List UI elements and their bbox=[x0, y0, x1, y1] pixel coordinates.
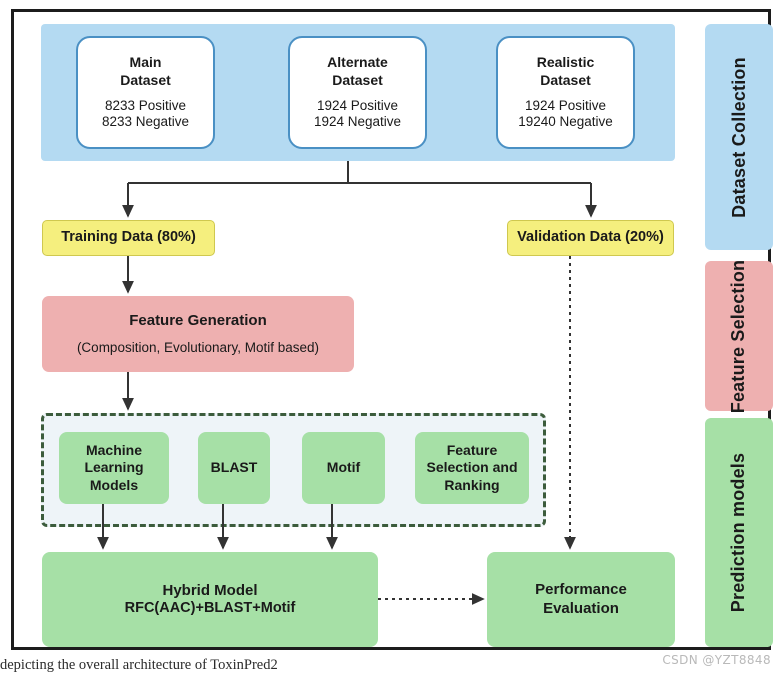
blast-box: BLAST bbox=[198, 432, 270, 504]
hybrid-model-title: Hybrid Model bbox=[162, 581, 258, 599]
dataset-card-main-title-line2: Dataset bbox=[120, 71, 171, 88]
dataset-card-alternate-title-line1: Alternate bbox=[327, 54, 388, 71]
dataset-card-alternate-negative: 1924 Negative bbox=[313, 114, 402, 130]
dataset-card-alternate-title-line2: Dataset bbox=[332, 71, 383, 88]
dataset-card-alternate-positive: 1924 Positive bbox=[316, 97, 399, 113]
dataset-card-realistic-positive: 1924 Positive bbox=[524, 97, 607, 113]
dataset-card-realistic-title: Realistic Dataset bbox=[537, 54, 595, 88]
feature-generation-title: Feature Generation bbox=[129, 311, 267, 329]
performance-evaluation-box: Performance Evaluation bbox=[487, 552, 675, 647]
stage-label-prediction-models: Prediction models bbox=[728, 452, 749, 613]
feature-generation-subtitle: (Composition, Evolutionary, Motif based) bbox=[76, 339, 320, 355]
dataset-card-main-counts: 8233 Positive 8233 Negative bbox=[102, 98, 189, 131]
training-data-box: Training Data (80%) bbox=[42, 220, 215, 256]
motif-box: Motif bbox=[302, 432, 385, 504]
dataset-card-realistic-title-line1: Realistic bbox=[536, 54, 595, 71]
feature-selection-ranking-line1: Feature bbox=[446, 442, 498, 459]
watermark-label: CSDN @YZT8848 bbox=[662, 653, 771, 667]
dataset-card-main: Main Dataset 8233 Positive 8233 Negative bbox=[76, 36, 215, 149]
dataset-card-realistic-negative: 19240 Negative bbox=[518, 114, 613, 130]
figure-caption: depicting the overall architecture of To… bbox=[0, 657, 278, 673]
machine-learning-models-line1: Machine bbox=[85, 442, 142, 459]
dataset-card-main-negative: 8233 Negative bbox=[101, 114, 190, 130]
dataset-card-main-title: Main Dataset bbox=[120, 54, 171, 88]
machine-learning-models-box: Machine Learning Models bbox=[59, 432, 169, 504]
dataset-card-alternate: Alternate Dataset 1924 Positive 1924 Neg… bbox=[288, 36, 427, 149]
performance-evaluation-line2: Evaluation bbox=[543, 599, 619, 617]
dataset-card-alternate-counts: 1924 Positive 1924 Negative bbox=[314, 98, 401, 131]
feature-selection-ranking-box: Feature Selection and Ranking bbox=[415, 432, 529, 504]
feature-selection-ranking-line3: Ranking bbox=[444, 476, 500, 493]
dataset-card-realistic-counts: 1924 Positive 19240 Negative bbox=[518, 98, 613, 131]
stage-panel-prediction-models: Prediction models bbox=[705, 418, 773, 647]
feature-generation-box: Feature Generation (Composition, Evoluti… bbox=[42, 296, 354, 372]
motif-label: Motif bbox=[326, 459, 361, 476]
performance-evaluation-line1: Performance bbox=[535, 581, 627, 599]
stage-panel-feature-selection: Feature Selection bbox=[705, 259, 773, 413]
validation-data-box: Validation Data (20%) bbox=[507, 220, 674, 256]
dataset-card-realistic: Realistic Dataset 1924 Positive 19240 Ne… bbox=[496, 36, 635, 149]
stage-panel-dataset-collection: Dataset Collection bbox=[705, 24, 773, 250]
hybrid-model-subtitle: RFC(AAC)+BLAST+Motif bbox=[124, 599, 296, 616]
feature-selection-ranking-line2: Selection and bbox=[426, 459, 518, 476]
hybrid-model-box: Hybrid Model RFC(AAC)+BLAST+Motif bbox=[42, 552, 378, 647]
dataset-card-main-positive: 8233 Positive bbox=[104, 97, 187, 113]
dataset-card-realistic-title-line2: Dataset bbox=[540, 71, 591, 88]
dataset-card-alternate-title: Alternate Dataset bbox=[327, 54, 388, 88]
dataset-card-main-title-line1: Main bbox=[129, 54, 162, 71]
blast-label: BLAST bbox=[210, 459, 258, 476]
machine-learning-models-line3: Models bbox=[89, 476, 139, 493]
machine-learning-models-line2: Learning bbox=[84, 459, 144, 476]
stage-label-dataset-collection: Dataset Collection bbox=[728, 56, 749, 218]
stage-label-feature-selection: Feature Selection bbox=[728, 259, 749, 413]
diagram-frame: Main Dataset 8233 Positive 8233 Negative… bbox=[11, 9, 773, 650]
